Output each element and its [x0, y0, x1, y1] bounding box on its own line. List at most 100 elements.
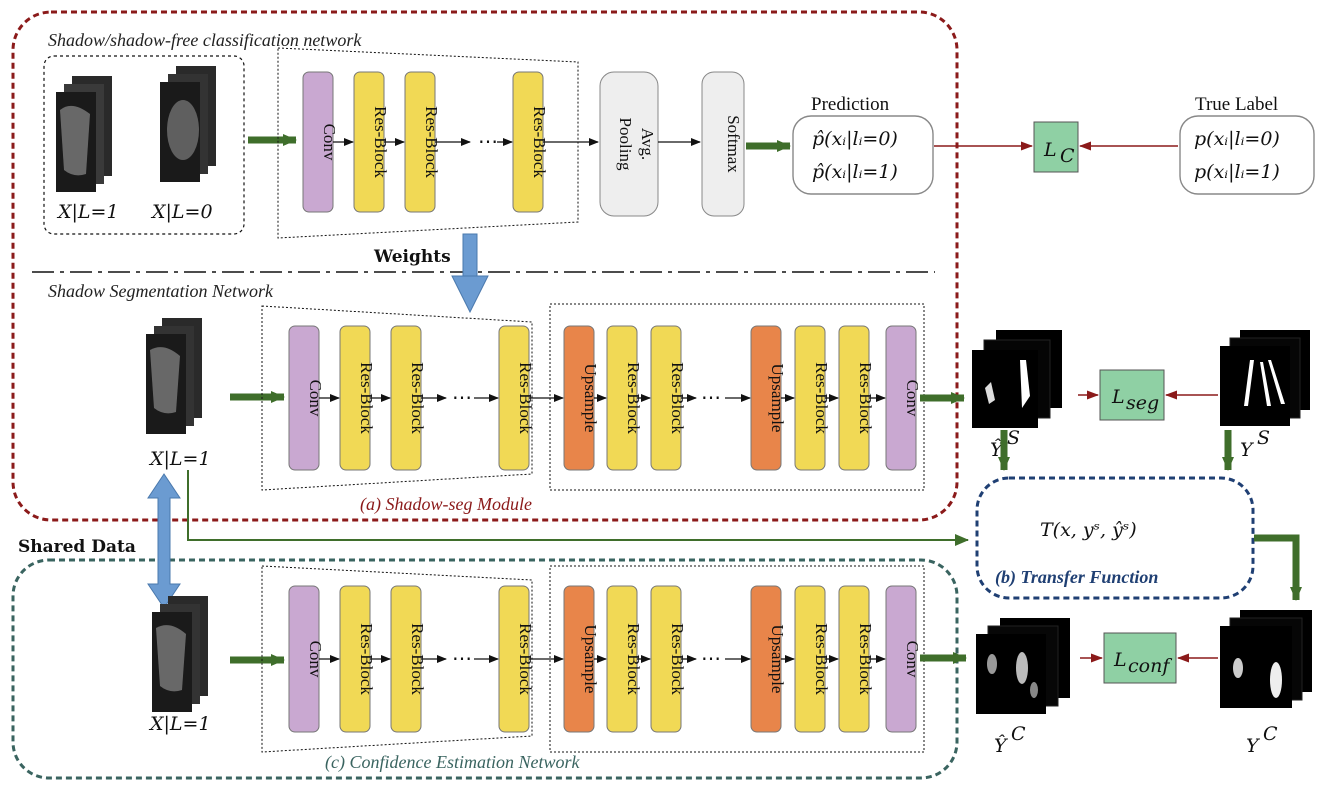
y-c-sup: C: [1263, 723, 1278, 745]
res-block: Res-Block: [838, 325, 875, 471]
conv-block: Conv: [885, 585, 922, 733]
loss-c-box: L C: [1033, 121, 1079, 173]
predicted-confidence-map: [976, 618, 1070, 714]
svg-text:Conv: Conv: [903, 641, 922, 678]
module-c-caption: (c) Confidence Estimation Network: [325, 752, 580, 773]
upsample-block: Upsample: [563, 585, 600, 733]
upsample-block: Upsample: [750, 325, 787, 471]
svg-text:Res-Block: Res-Block: [530, 106, 549, 178]
classification-title: Shadow/shadow-free classification networ…: [48, 30, 362, 50]
svg-text:seg: seg: [1126, 392, 1159, 414]
label-x-l1-bottom: X|L=1: [148, 713, 211, 735]
svg-text:Upsample: Upsample: [581, 625, 600, 694]
svg-text:Conv: Conv: [903, 380, 922, 417]
svg-text:Softmax: Softmax: [724, 115, 743, 173]
ellipsis: ⋯: [701, 646, 721, 670]
svg-text:Res-Block: Res-Block: [624, 362, 643, 434]
svg-text:Res-Block: Res-Block: [668, 362, 687, 434]
res-block: Res-Block: [404, 71, 441, 213]
res-block: Res-Block: [794, 325, 831, 471]
res-block: Res-Block: [339, 325, 376, 471]
prediction-box: [792, 115, 934, 195]
ellipsis: ⋯: [452, 646, 472, 670]
confidence-network-border: [11, 558, 959, 780]
label-x-l1-top: X|L=1: [56, 201, 119, 223]
svg-text:Res-Block: Res-Block: [371, 106, 390, 178]
svg-text:conf: conf: [1128, 655, 1172, 677]
svg-text:Res-Block: Res-Block: [668, 623, 687, 695]
avg-pooling-block: Avg. Pooling: [599, 71, 659, 217]
svg-text:Res-Block: Res-Block: [812, 623, 831, 695]
ultrasound-stack-seg: [146, 318, 202, 434]
y-hat-c-sup: C: [1011, 723, 1026, 745]
softmax-block: Softmax: [701, 71, 745, 217]
svg-text:Res-Block: Res-Block: [422, 106, 441, 178]
conv-block: Conv: [288, 585, 325, 733]
conv-block: Conv: [885, 325, 922, 471]
y-s-label: Y: [1240, 439, 1255, 461]
svg-text:Upsample: Upsample: [768, 364, 787, 433]
svg-text:L: L: [1111, 386, 1125, 408]
svg-text:Res-Block: Res-Block: [516, 362, 535, 434]
encoder-frame-1: [277, 47, 579, 239]
prediction-label: Prediction: [811, 94, 890, 115]
svg-text:Conv: Conv: [320, 124, 339, 161]
true-label-title: True Label: [1195, 94, 1278, 115]
upsample-block: Upsample: [750, 585, 787, 733]
svg-text:L: L: [1043, 139, 1057, 161]
transfer-function-expr: T(x, yˢ, ŷˢ): [1040, 519, 1137, 541]
ellipsis: ⋯: [701, 385, 721, 409]
segmentation-title: Shadow Segmentation Network: [48, 281, 274, 301]
svg-text:Conv: Conv: [306, 380, 325, 417]
prediction-1: p̂(xᵢ|lᵢ=1): [812, 161, 898, 183]
svg-text:Res-Block: Res-Block: [624, 623, 643, 695]
res-block: Res-Block: [390, 325, 427, 471]
weights-arrow: [451, 233, 489, 314]
y-hat-c-label: Ŷ: [994, 734, 1009, 757]
res-block: Res-Block: [498, 585, 535, 733]
y-c-label: Y: [1246, 735, 1261, 757]
prediction-0: p̂(xᵢ|lᵢ=0): [812, 128, 898, 150]
svg-text:Upsample: Upsample: [581, 364, 600, 433]
res-block: Res-Block: [353, 71, 390, 213]
svg-text:Pooling: Pooling: [616, 118, 635, 171]
encoder-frame-3: [261, 565, 533, 753]
svg-text:Res-Block: Res-Block: [408, 623, 427, 695]
label-x-l1-mid: X|L=1: [148, 448, 211, 470]
svg-text:Conv: Conv: [306, 641, 325, 678]
module-b-caption: (b) Transfer Function: [995, 567, 1158, 588]
ultrasound-stack-free: [160, 66, 216, 182]
loss-conf-box: L conf: [1103, 632, 1177, 684]
res-block: Res-Block: [794, 585, 831, 733]
svg-text:Res-Block: Res-Block: [856, 362, 875, 434]
shared-data-label: Shared Data: [18, 537, 136, 557]
ellipsis: ⋯: [452, 385, 472, 409]
svg-text:Res-Block: Res-Block: [357, 362, 376, 434]
y-s-sup: S: [1257, 427, 1270, 449]
svg-text:Res-Block: Res-Block: [516, 623, 535, 695]
shadow-seg-module-border: [11, 10, 959, 522]
true-shadow-map: [1220, 330, 1310, 426]
encoder-frame-2: [261, 305, 533, 491]
loss-seg-box: L seg: [1099, 369, 1165, 421]
label-x-l0: X|L=0: [150, 201, 213, 223]
true-confidence-map: [1220, 610, 1312, 708]
svg-text:L: L: [1113, 649, 1127, 671]
upsample-block: Upsample: [563, 325, 600, 471]
input-to-transfer-line: [187, 470, 969, 546]
true-label-box: [1179, 115, 1315, 195]
svg-text:Upsample: Upsample: [768, 625, 787, 694]
res-block: Res-Block: [606, 325, 643, 471]
input-images-frame: [43, 55, 245, 235]
svg-text:Res-Block: Res-Block: [408, 362, 427, 434]
ultrasound-stack-shadow: [56, 76, 112, 192]
transfer-function-border: [975, 476, 1255, 600]
transfer-to-yc-arrow: [1254, 534, 1302, 601]
ultrasound-stack-conf: [152, 596, 208, 712]
svg-text:Res-Block: Res-Block: [856, 623, 875, 695]
module-a-caption: (a) Shadow-seg Module: [360, 494, 532, 515]
svg-text:Res-Block: Res-Block: [812, 362, 831, 434]
ellipsis: ⋯: [478, 129, 498, 153]
predicted-shadow-map: [972, 330, 1062, 428]
